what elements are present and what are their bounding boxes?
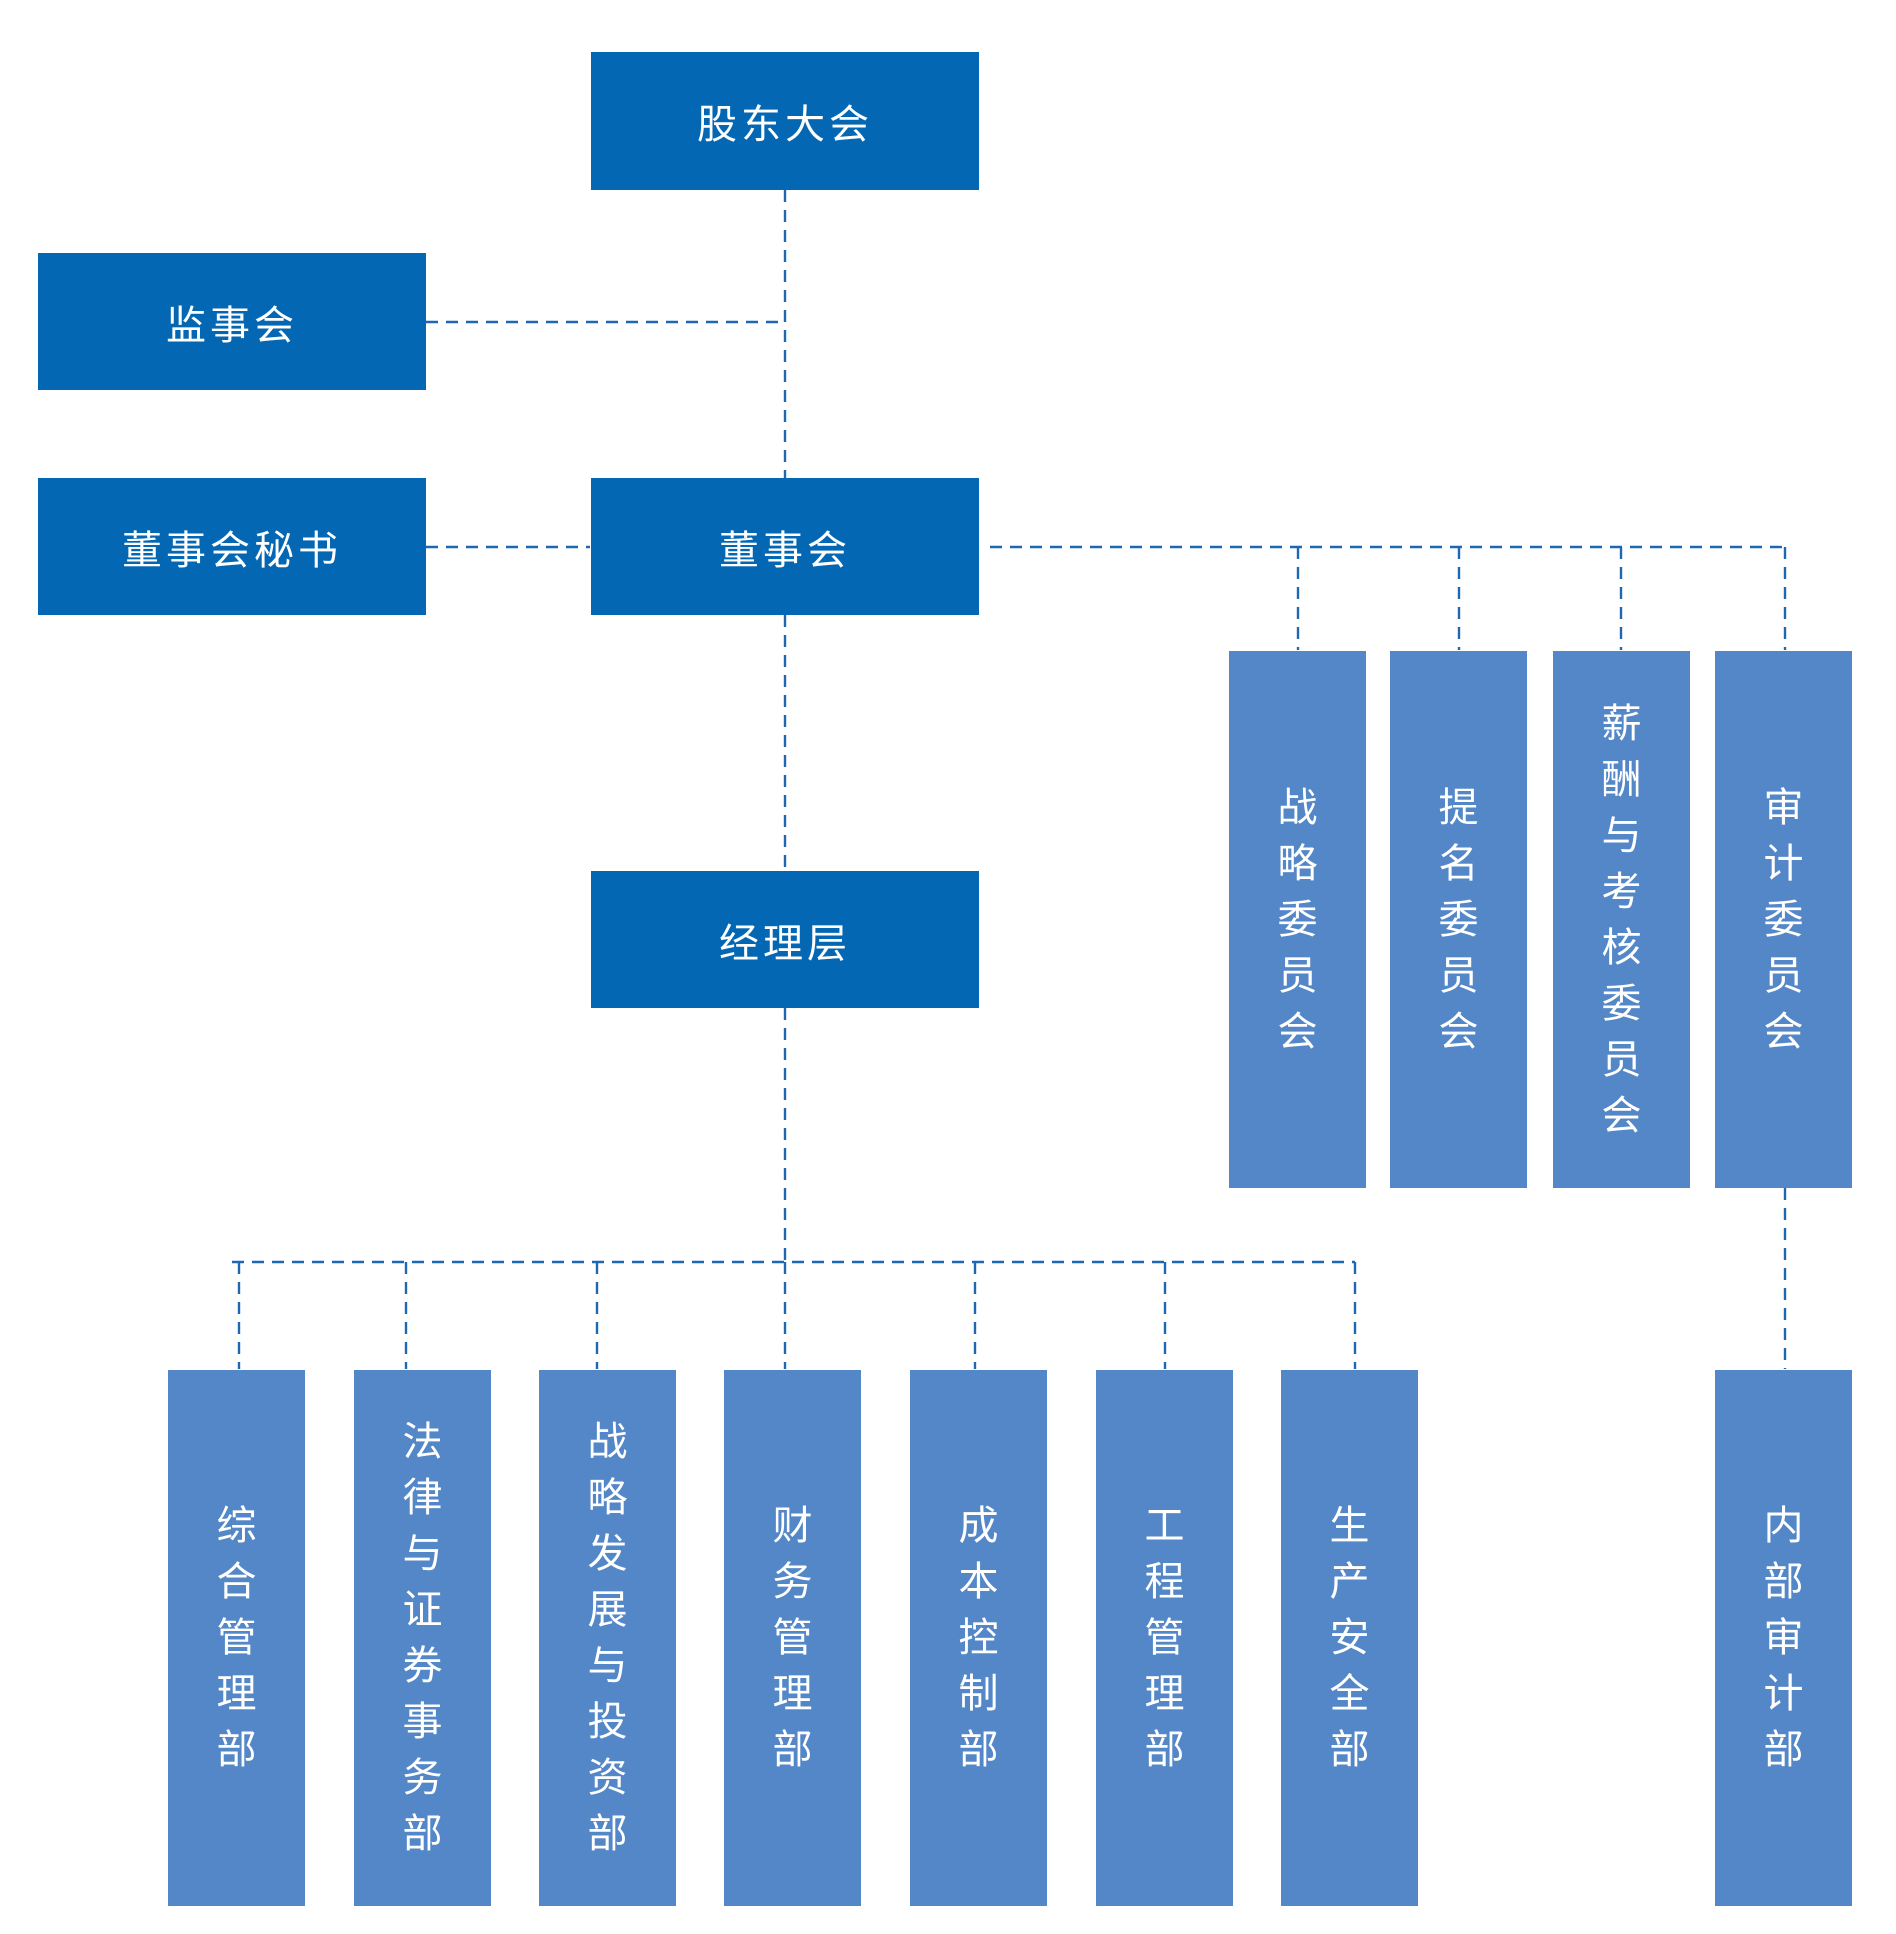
strategy-committee-label: 战略委员会: [1277, 784, 1318, 1055]
internal-audit-box: 内部审计部: [1715, 1370, 1852, 1906]
audit-committee-box: 审计委员会: [1715, 651, 1852, 1188]
strategy-committee-box: 战略委员会: [1229, 651, 1366, 1188]
nomination-committee-box: 提名委员会: [1390, 651, 1527, 1188]
board-of-directors-box: 董事会: [591, 478, 979, 615]
department-label: 战略发展与投资部: [587, 1419, 628, 1857]
department-label: 工程管理部: [1144, 1503, 1185, 1773]
remuneration-committee-label: 薪酬与考核委员会: [1601, 700, 1642, 1139]
board-of-directors-label: 董事会: [719, 527, 851, 574]
board-secretary-label: 董事会秘书: [122, 527, 342, 574]
audit-committee-label: 审计委员会: [1763, 784, 1804, 1055]
internal-audit-label: 内部审计部: [1763, 1503, 1804, 1773]
board-secretary-box: 董事会秘书: [38, 478, 426, 615]
department-label: 生产安全部: [1329, 1503, 1370, 1773]
shareholders-meeting-box: 股东大会: [591, 52, 979, 190]
department-box-cost-control: 成本控制部: [910, 1370, 1047, 1906]
department-label: 财务管理部: [772, 1503, 813, 1773]
department-label: 成本控制部: [958, 1503, 999, 1773]
management-box: 经理层: [591, 871, 979, 1008]
department-box-engineering: 工程管理部: [1096, 1370, 1233, 1906]
department-label: 法律与证券事务部: [402, 1419, 443, 1857]
management-label: 经理层: [719, 920, 851, 967]
supervisory-board-box: 监事会: [38, 253, 426, 390]
department-box-production-safety: 生产安全部: [1281, 1370, 1418, 1906]
department-box-general-management: 综合管理部: [168, 1370, 305, 1906]
supervisory-board-label: 监事会: [166, 302, 298, 349]
nomination-committee-label: 提名委员会: [1438, 784, 1479, 1055]
department-box-finance: 财务管理部: [724, 1370, 861, 1906]
department-box-strategy-investment: 战略发展与投资部: [539, 1370, 676, 1906]
department-label: 综合管理部: [216, 1503, 257, 1773]
department-box-legal-securities: 法律与证券事务部: [354, 1370, 491, 1906]
remuneration-committee-box: 薪酬与考核委员会: [1553, 651, 1690, 1188]
shareholders-meeting-label: 股东大会: [697, 102, 873, 148]
